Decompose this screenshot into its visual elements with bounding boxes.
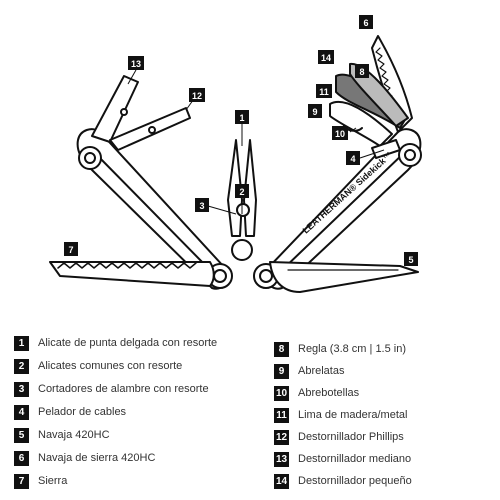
- callout-label: 6: [363, 18, 368, 28]
- legend-item: 11 Lima de madera/metal: [274, 406, 407, 424]
- legend-item: 13 Destornillador mediano: [274, 450, 411, 468]
- legend-text: Alicates comunes con resorte: [38, 360, 183, 372]
- callout-8: 8: [355, 64, 369, 78]
- legend-badge: 11: [274, 407, 289, 423]
- callout-10: 10: [332, 126, 348, 140]
- callout-13: 13: [128, 56, 144, 70]
- left-pivot-inner: [84, 152, 96, 164]
- legend-text: Regla (3.8 cm | 1.5 in): [298, 343, 407, 355]
- callout-14: 14: [318, 50, 334, 64]
- legend-badge: 7: [14, 473, 29, 489]
- callout-7: 7: [64, 242, 78, 256]
- leader-4: [359, 149, 385, 159]
- legend-item: 2 Alicates comunes con resorte: [14, 357, 182, 375]
- bottom-pivot-left-inner: [213, 269, 227, 283]
- legend-item: 5 Navaja 420HC: [14, 426, 110, 444]
- callout-label: 3: [199, 201, 204, 211]
- knife-blade: [269, 261, 419, 293]
- wire-stripper: [371, 139, 401, 159]
- legend-text: Lima de madera/metal: [298, 409, 408, 421]
- legend-item: 12 Destornillador Phillips: [274, 428, 404, 446]
- legend-text: Abrelatas: [298, 365, 345, 377]
- legend-item: 4 Pelador de cables: [14, 403, 126, 421]
- legend-badge: 13: [274, 451, 289, 467]
- legend-item: 6 Navaja de sierra 420HC: [14, 449, 155, 467]
- callout-9: 9: [308, 104, 322, 118]
- legend-badge: 9: [274, 363, 289, 379]
- callout-2: 2: [235, 184, 249, 198]
- legend-text: Destornillador pequeño: [298, 475, 412, 487]
- center-hole: [231, 239, 253, 261]
- callout-11: 11: [316, 84, 332, 98]
- legend-item: 7 Sierra: [14, 472, 67, 490]
- opener-tool: [329, 101, 393, 147]
- legend-item: 10 Abrebotellas: [274, 384, 359, 402]
- saw-teeth: [57, 262, 197, 269]
- callout-label: 5: [408, 255, 413, 265]
- legend-text: Navaja 420HC: [38, 429, 110, 441]
- legend-text: Sierra: [38, 475, 68, 487]
- legend-badge: 2: [14, 358, 29, 374]
- legend-badge: 14: [274, 473, 289, 489]
- leader-3: [207, 205, 237, 215]
- callout-label: 1: [239, 113, 244, 123]
- legend-badge: 8: [274, 341, 289, 357]
- legend-item: 9 Abrelatas: [274, 362, 344, 380]
- legend-text: Cortadores de alambre con resorte: [38, 383, 209, 395]
- legend-badge: 4: [14, 404, 29, 420]
- callout-label: 8: [359, 67, 364, 77]
- legend-item: 14 Destornillador pequeño: [274, 472, 412, 490]
- legend-item: 1 Alicate de punta delgada con resorte: [14, 334, 217, 352]
- screwdriver-rivet-2: [120, 108, 128, 116]
- callout-label: 9: [312, 107, 317, 117]
- legend-item: 8 Regla (3.8 cm | 1.5 in): [274, 340, 406, 358]
- callout-label: 10: [335, 129, 345, 139]
- serrated-blade: [371, 35, 413, 133]
- legend-text: Alicate de punta delgada con resorte: [38, 337, 218, 349]
- legend-badge: 6: [14, 450, 29, 466]
- legend-item: 3 Cortadores de alambre con resorte: [14, 380, 209, 398]
- callout-5: 5: [404, 252, 418, 266]
- legend-badge: 5: [14, 427, 29, 443]
- legend-text: Destornillador Phillips: [298, 431, 404, 443]
- callout-label: 4: [350, 154, 355, 164]
- serrated-teeth: [375, 47, 393, 97]
- right-pivot-inner: [404, 149, 416, 161]
- legend-badge: 1: [14, 335, 29, 351]
- screwdriver-rivet: [148, 126, 156, 134]
- legend-text: Pelador de cables: [38, 406, 127, 418]
- legend-badge: 3: [14, 381, 29, 397]
- callout-label: 7: [68, 245, 73, 255]
- legend-text: Abrebotellas: [298, 387, 360, 399]
- left-handle-inner: [91, 149, 211, 271]
- callout-3: 3: [195, 198, 209, 212]
- legend-text: Navaja de sierra 420HC: [38, 452, 156, 464]
- callout-6: 6: [359, 15, 373, 29]
- multitool-diagram: LEATHERMAN® Sidekick™ 1 2 3 4 5 6 7 8 9 …: [49, 15, 422, 293]
- right-handle-inner: [279, 151, 406, 273]
- legend-badge: 12: [274, 429, 289, 445]
- medium-screwdriver: [91, 75, 139, 143]
- legend-text: Destornillador mediano: [298, 453, 412, 465]
- leader-13: [127, 69, 137, 85]
- callout-label: 13: [131, 59, 141, 69]
- callout-label: 11: [319, 87, 329, 97]
- callout-label: 2: [239, 187, 244, 197]
- callout-1: 1: [235, 110, 249, 124]
- legend-badge: 10: [274, 385, 289, 401]
- callout-label: 14: [321, 53, 331, 63]
- callout-4: 4: [346, 151, 360, 165]
- saw-blade: [49, 261, 215, 287]
- callout-label: 12: [192, 91, 202, 101]
- pliers-spring-hole: [236, 203, 250, 217]
- bottom-pivot-right-inner: [259, 269, 273, 283]
- leader-10: [349, 127, 357, 133]
- callout-12: 12: [189, 88, 205, 102]
